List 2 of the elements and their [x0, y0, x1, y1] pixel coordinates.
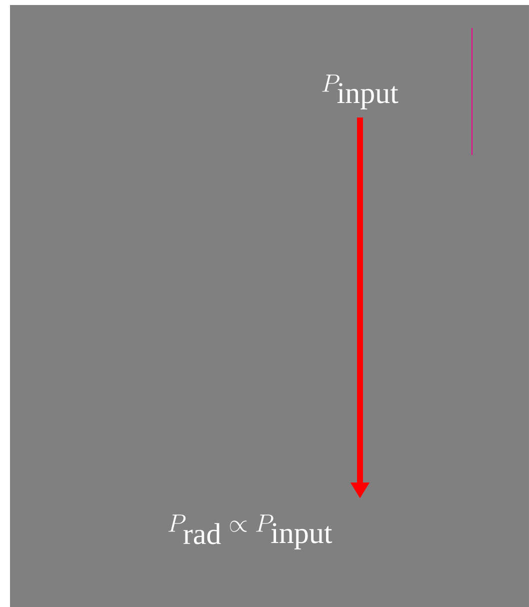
- formula-label: $P_{\mathrm{rad}} \propto P_{\mathrm{input}}$: [168, 514, 332, 550]
- formula-label: $P_{\mathrm{input}}$: [322, 74, 398, 110]
